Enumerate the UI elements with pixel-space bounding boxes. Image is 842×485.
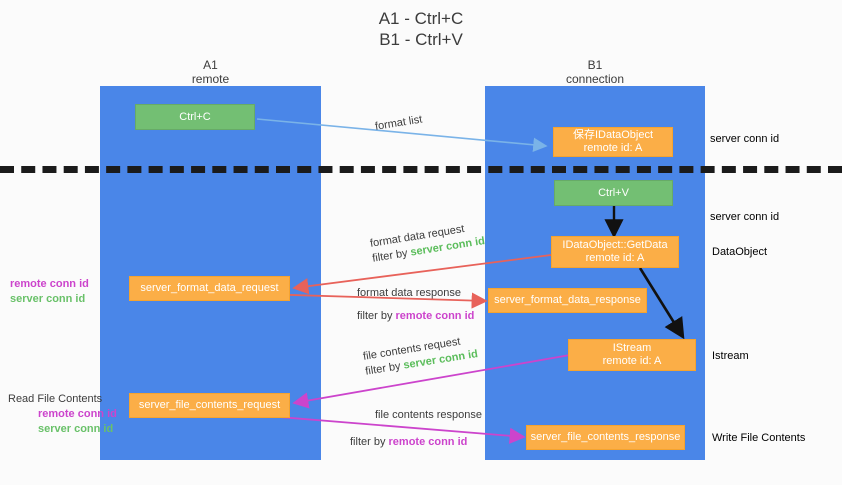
note-file-contents-response-filter: filter by remote conn id (350, 435, 482, 450)
left-label-remote-conn-id-2: remote conn id (38, 408, 117, 420)
note-file-contents-response: file contents response filter by remote … (350, 408, 483, 450)
diagram-title: A1 - Ctrl+C B1 - Ctrl+V (378, 9, 464, 49)
note-format-data-response-filter: filter by remote conn id (357, 309, 474, 324)
filter-prefix: filter by (357, 310, 396, 322)
note-format-list: format list (374, 113, 424, 133)
right-label-server-conn-id-mid: server conn id (710, 211, 780, 223)
note-format-data-request: format data request filter by server con… (369, 219, 486, 266)
right-label-server-conn-id-top: server conn id (710, 133, 780, 145)
box-idataobject-getdata[interactable]: IDataObject::GetData remote id: A (551, 236, 679, 268)
box-save-idataobject[interactable]: 保存IDataObject remote id: A (553, 127, 673, 157)
box-server-file-contents-response[interactable]: server_file_contents_response (526, 425, 685, 450)
left-label-server-conn-id: server conn id (10, 293, 86, 305)
note-format-data-response: format data response filter by remote co… (357, 286, 474, 324)
note-file-contents-request: file contents request filter by server c… (362, 332, 479, 379)
right-label-istream: Istream (712, 350, 749, 362)
left-label-read-file-contents-group: Read File Contents remote conn id server… (8, 392, 117, 437)
phase-divider-dashed-line (0, 166, 842, 173)
box-server-file-contents-request[interactable]: server_file_contents_request (129, 393, 290, 418)
left-label-read-file-contents: Read File Contents (8, 393, 103, 405)
note-file-contents-response-line1: file contents response (375, 409, 483, 421)
filter-value-remote-conn-id: remote conn id (388, 436, 468, 448)
right-label-write-file-contents: Write File Contents (712, 432, 806, 444)
box-ctrl-v[interactable]: Ctrl+V (554, 180, 673, 206)
box-istream[interactable]: IStream remote id: A (568, 339, 696, 371)
box-server-format-data-request[interactable]: server_format_data_request (129, 276, 290, 301)
left-label-server-conn-id-2: server conn id (38, 423, 114, 435)
left-label-remote-conn-id: remote conn id (10, 278, 89, 290)
lane-header-b1: B1 connection (565, 58, 625, 86)
box-ctrl-c[interactable]: Ctrl+C (135, 104, 255, 130)
lane-header-a1: A1 remote (191, 58, 230, 86)
note-format-data-response-line1: format data response (357, 287, 461, 299)
filter-prefix: filter by (350, 436, 389, 448)
filter-value-remote-conn-id: remote conn id (395, 310, 475, 322)
box-server-format-data-response[interactable]: server_format_data_response (488, 288, 647, 313)
left-label-conn-ids-format: remote conn id server conn id (10, 277, 89, 307)
right-label-dataobject: DataObject (712, 246, 768, 258)
